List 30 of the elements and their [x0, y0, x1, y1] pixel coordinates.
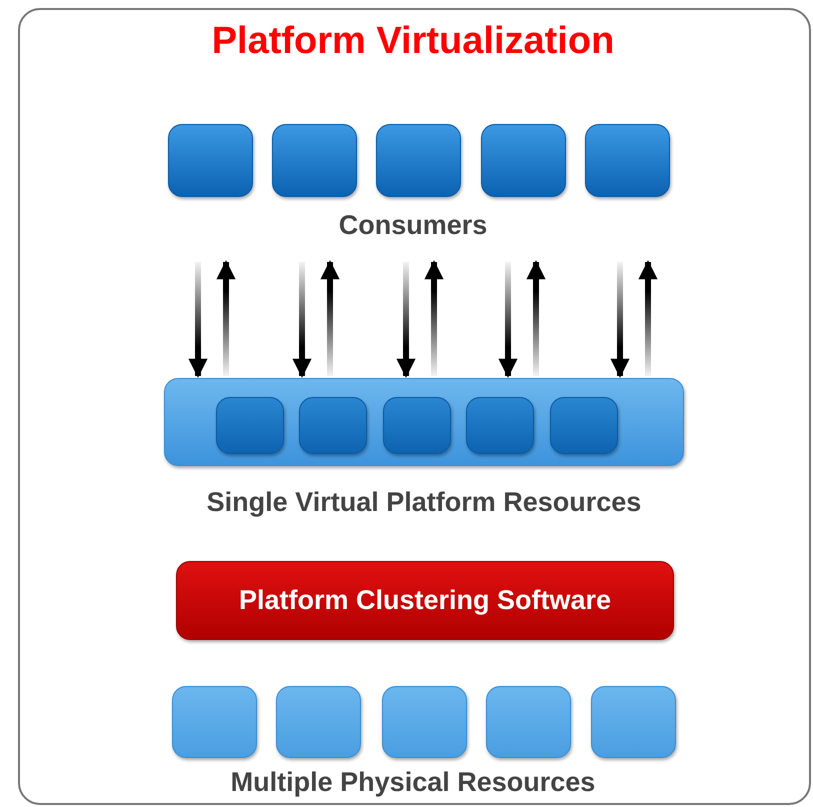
resource-box [216, 397, 284, 454]
resource-box [591, 686, 676, 758]
resource-box [172, 686, 257, 758]
consumer-box [168, 124, 253, 197]
consumer-box [376, 124, 461, 197]
arrow [216, 260, 236, 376]
arrow [396, 262, 416, 378]
consumer-box [585, 124, 670, 197]
resource-box [383, 397, 451, 454]
arrow [610, 262, 630, 378]
arrow [292, 262, 312, 378]
resource-box [486, 686, 571, 758]
consumer-box [481, 124, 566, 197]
resource-box [550, 397, 618, 454]
arrow [320, 260, 340, 376]
bar-label: Single Virtual Platform Resources [206, 487, 642, 518]
arrow [424, 260, 444, 376]
arrow [638, 260, 658, 376]
group-label: Multiple Physical Resources [230, 767, 596, 798]
software-box: Platform Clustering Software [176, 561, 674, 640]
arrow [498, 262, 518, 378]
title: Platform Virtualization [210, 20, 616, 63]
resource-box [276, 686, 361, 758]
arrow [188, 262, 208, 378]
resource-box [299, 397, 367, 454]
resource-box [382, 686, 467, 758]
consumer-box [272, 124, 357, 197]
resource-box [466, 397, 534, 454]
group-label: Consumers [338, 210, 488, 241]
arrow [526, 260, 546, 376]
